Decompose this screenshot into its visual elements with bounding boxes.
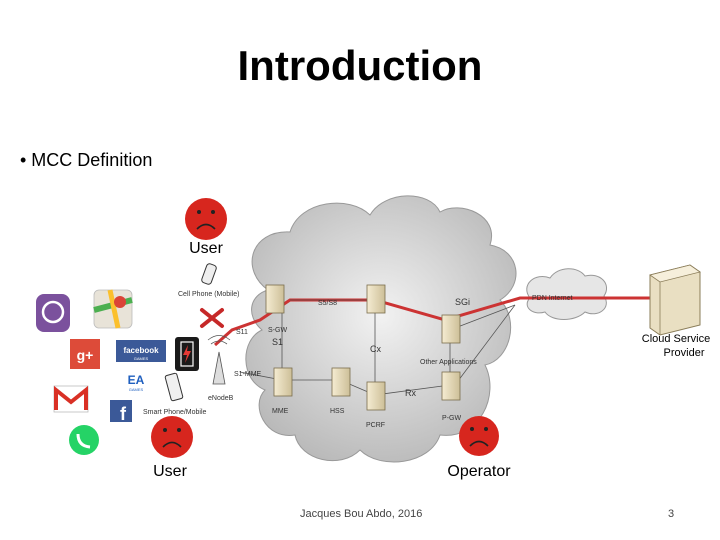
google-plus-icon: g+ [70,339,100,369]
smartphone-icon [164,372,184,402]
server-mme [273,367,293,397]
label-sgi: SGi [455,297,470,307]
label-mme: MME [272,408,289,415]
label-pcrf: PCRF [366,422,385,429]
server-other-apps [441,314,461,344]
red-x-icon [200,308,224,328]
svg-text:g+: g+ [77,347,94,363]
label-s1mme: S1-MME [234,371,262,378]
cloud-provider-label-line2: Provider [664,347,705,359]
label-smartphone: Smart Phone/Mobile [143,409,207,416]
user-bottom-label: User [153,463,187,480]
page-number: 3 [668,508,675,520]
gmail-icon [53,385,89,413]
server-pcrf [366,381,386,411]
user-top-label: User [189,240,223,257]
cell-phone-icon [201,263,217,285]
server-pgw-bottom [441,371,461,401]
label-hss: HSS [330,408,345,415]
viber-icon [36,294,70,332]
svg-text:f: f [120,404,127,424]
enodeb-tower-icon [207,335,231,385]
label-cx: Cx [370,344,381,354]
label-rx: Rx [405,388,416,398]
svg-text:GAMES: GAMES [129,387,144,392]
server-pgw [366,284,386,314]
label-cell-phone: Cell Phone (Mobile) [178,291,239,298]
sad-face-operator [459,416,499,456]
label-sgw: S-GW [268,327,287,334]
slide-title: Introduction [237,42,483,89]
svg-text:EA: EA [128,373,145,387]
label-other-apps: Other Applications [420,359,477,366]
google-maps-icon [93,289,133,329]
svg-text:GAMES: GAMES [134,356,149,361]
sad-face-user-top [185,198,227,240]
facebook-icon: f [110,400,132,424]
cloud-provider-server [649,264,701,336]
svg-text:facebook: facebook [123,346,159,355]
label-pgw: P-GW [442,415,461,422]
label-s1: S1 [272,337,283,347]
operator-label: Operator [447,463,511,480]
label-s11: S11 [236,329,248,336]
bullet-mcc-definition: • MCC Definition [20,150,153,170]
cloud-provider-label-line1: Cloud Service [642,333,710,345]
server-sgw [265,284,285,314]
pdn-internet-cloud [526,268,608,320]
server-hss [331,367,351,397]
ea-games-icon: EA GAMES [128,373,145,392]
label-s1u: S5/S8 [318,300,337,307]
whatsapp-icon [69,425,99,455]
label-pdn: PDN Internet [532,295,573,302]
footer-author: Jacques Bou Abdo, 2016 [300,508,423,520]
battery-icon [175,337,199,371]
facebook-games-icon: facebook GAMES [116,340,166,362]
label-enodeb: eNodeB [208,395,234,402]
sad-face-user-bottom [151,416,193,458]
